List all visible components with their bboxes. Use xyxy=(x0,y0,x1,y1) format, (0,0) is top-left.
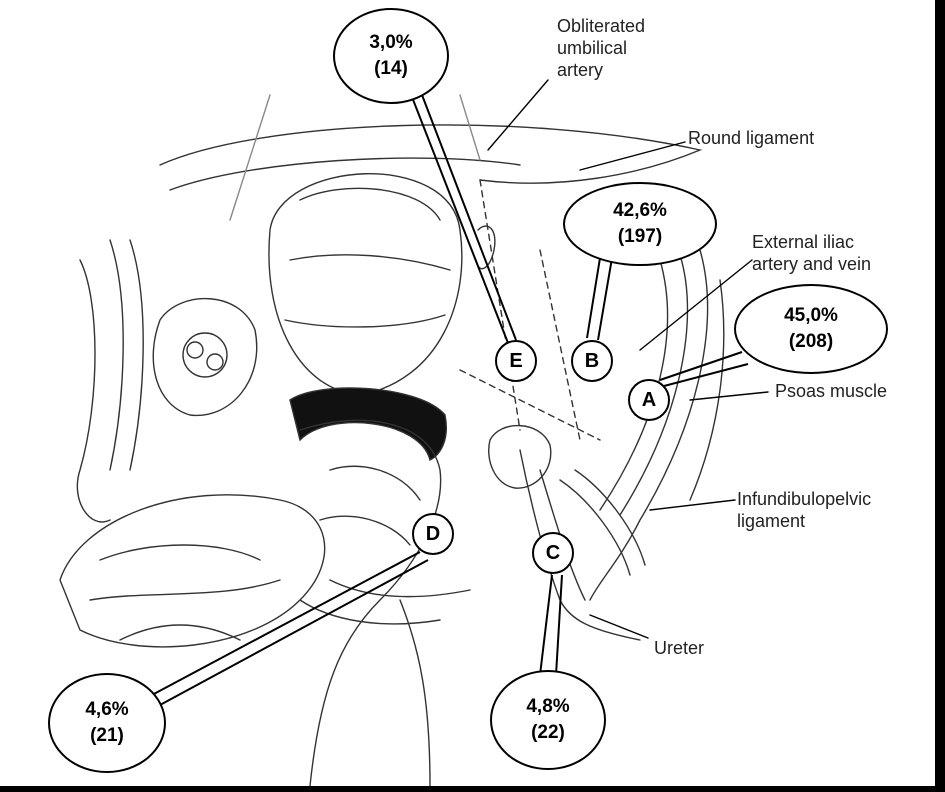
label-psoas-muscle: Psoas muscle xyxy=(775,381,888,401)
bubble-site-D: 4,6% (21) xyxy=(48,673,166,773)
leader-D-1 xyxy=(151,551,421,696)
leader-E-1 xyxy=(411,96,509,344)
count-E: (14) xyxy=(374,58,408,79)
uterus xyxy=(268,173,463,396)
ovarian-fossa xyxy=(488,424,552,489)
bubble-site-A: 45,0% (208) xyxy=(734,284,888,374)
bowel-loops xyxy=(59,494,326,648)
percent-A: 45,0% xyxy=(784,305,838,326)
percent-B: 42,6% xyxy=(613,200,667,221)
peritoneal-fold xyxy=(159,124,703,184)
bubble-site-E: 3,0% (14) xyxy=(333,8,449,104)
leader-B-1 xyxy=(586,257,601,339)
site-marker-B: B xyxy=(571,340,613,382)
iliac-vessels xyxy=(589,249,709,601)
leader-C-1 xyxy=(539,574,553,676)
leader-D-2 xyxy=(159,559,429,706)
site-marker-D: D xyxy=(412,513,454,555)
count-A: (208) xyxy=(788,331,834,352)
cul-de-sac xyxy=(289,387,447,462)
percent-D: 4,6% xyxy=(85,699,129,720)
bubble-site-C: 4,8% (22) xyxy=(490,670,606,770)
leader-B-2 xyxy=(597,257,613,341)
label-round-ligament: Round ligament xyxy=(688,128,815,148)
site-marker-E: E xyxy=(495,340,537,382)
label-infundibulopelvic-ligament: Infundibulopelvic ligament xyxy=(737,489,872,531)
label-external-iliac-artery-and-vein: External iliac artery and vein xyxy=(752,232,872,274)
leader-A-2 xyxy=(663,363,749,387)
count-D: (21) xyxy=(90,725,124,746)
count-C: (22) xyxy=(531,722,565,743)
bubble-site-B: 42,6% (197) xyxy=(563,182,717,266)
leader-A-1 xyxy=(659,351,743,381)
leader-E-2 xyxy=(421,94,517,341)
label-ureter: Ureter xyxy=(654,638,705,658)
rectum xyxy=(299,419,442,786)
percent-E: 3,0% xyxy=(369,32,413,53)
site-marker-A: A xyxy=(628,379,670,421)
site-marker-C: C xyxy=(532,532,574,574)
leader-C-2 xyxy=(555,574,563,676)
ureter-path xyxy=(519,449,641,641)
label-obliterated-umbilical-artery: Obliterated umbilical artery xyxy=(557,16,646,80)
count-B: (197) xyxy=(617,226,663,247)
percent-C: 4,8% xyxy=(526,696,570,717)
left-ovary xyxy=(152,298,258,417)
